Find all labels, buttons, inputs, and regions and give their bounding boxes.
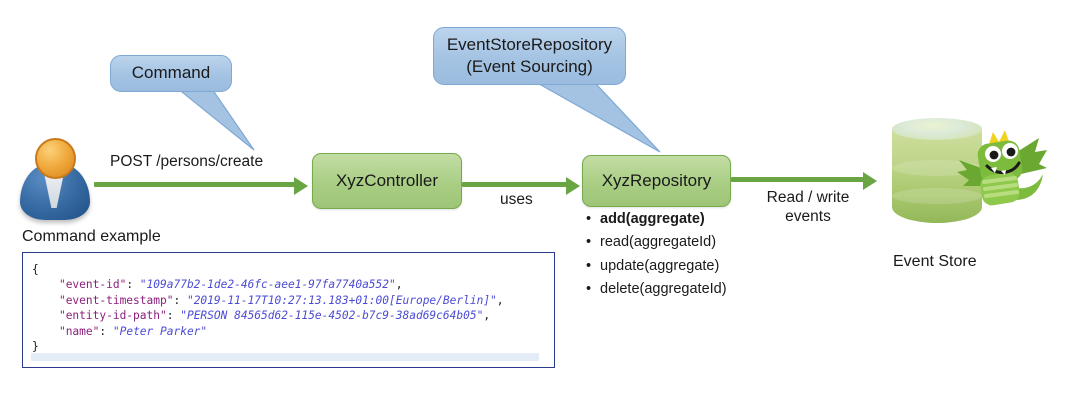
box-xyz-repository-label: XyzRepository <box>601 171 712 190</box>
user-head-shape <box>35 138 76 179</box>
json-value: "109a77b2-1de2-46fc-aee1-97fa7740a552" <box>139 278 396 292</box>
arrow-label-read-write-line1: Read / write <box>766 189 850 206</box>
callout-tail-event-store-repository <box>531 79 661 153</box>
list-item-label: delete(aggregateId) <box>600 281 727 298</box>
box-xyz-controller[interactable]: XyzController <box>312 153 462 209</box>
box-xyz-controller-label: XyzController <box>335 171 439 190</box>
list-item-label: update(aggregate) <box>600 257 720 274</box>
user-icon <box>18 138 92 222</box>
callout-command-line1: Command <box>131 63 211 83</box>
code-example-box: { "event-id": "109a77b2-1de2-46fc-aee1-9… <box>22 252 555 368</box>
json-value: "2019-11-17T10:27:13.183+01:00[Europe/Be… <box>186 293 497 307</box>
callout-command: Command <box>110 55 232 92</box>
list-item-label: add(aggregate) <box>600 211 705 227</box>
callout-tail-command <box>170 83 255 151</box>
list-item: • delete(aggregateId) <box>586 278 727 301</box>
bullet-icon: • <box>586 281 592 298</box>
arrow-head-icon <box>566 177 580 195</box>
arrow-uses <box>462 177 588 195</box>
list-item: • update(aggregate) <box>586 255 727 278</box>
list-item: • add(aggregate) <box>586 208 727 231</box>
arrow-label-read-write: Read / write events <box>753 188 863 227</box>
json-key: "name" <box>58 324 100 338</box>
bullet-icon: • <box>586 257 592 274</box>
arrow-line <box>94 182 297 187</box>
json-value: "Peter Parker" <box>112 324 208 338</box>
arrow-label-post: POST /persons/create <box>110 153 264 170</box>
code-example-title: Command example <box>22 228 161 245</box>
event-store-label: Event Store <box>893 253 977 270</box>
dragon-mascot-icon <box>957 130 1047 206</box>
json-key: "entity-id-path" <box>58 309 167 323</box>
bullet-icon: • <box>586 211 592 227</box>
callout-event-store-repository: EventStoreRepository (Event Sourcing) <box>433 27 626 85</box>
json-value: "PERSON 84565d62-115e-4502-b7c9-38ad69c6… <box>180 309 484 323</box>
list-item-label: read(aggregateId) <box>600 234 717 251</box>
repository-method-list: • add(aggregate) • read(aggregateId) • upda… <box>586 208 727 302</box>
code-highlight-line <box>31 353 539 361</box>
callout-esr-line1: EventStoreRepository <box>446 34 613 54</box>
json-key: "event-timestamp" <box>58 293 174 307</box>
json-key: "event-id" <box>58 278 127 292</box>
code-example-content: { "event-id": "109a77b2-1de2-46fc-aee1-9… <box>32 263 504 354</box>
cylinder-top-shape <box>892 118 982 140</box>
callout-esr-line2: (Event Sourcing) <box>466 57 593 76</box>
arrow-head-icon <box>294 177 308 195</box>
arrow-line <box>731 177 865 182</box>
list-item: • read(aggregateId) <box>586 231 727 254</box>
bullet-icon: • <box>586 234 592 251</box>
arrow-label-uses: uses <box>500 191 533 208</box>
box-xyz-repository[interactable]: XyzRepository <box>582 155 731 207</box>
arrow-post-persons-create <box>94 177 314 195</box>
arrow-label-read-write-line2: events <box>785 208 831 226</box>
arrow-read-write-events <box>731 172 891 190</box>
cylinder-seam-shape <box>892 188 982 204</box>
arrow-head-icon <box>863 172 877 190</box>
arrow-line <box>462 182 568 187</box>
